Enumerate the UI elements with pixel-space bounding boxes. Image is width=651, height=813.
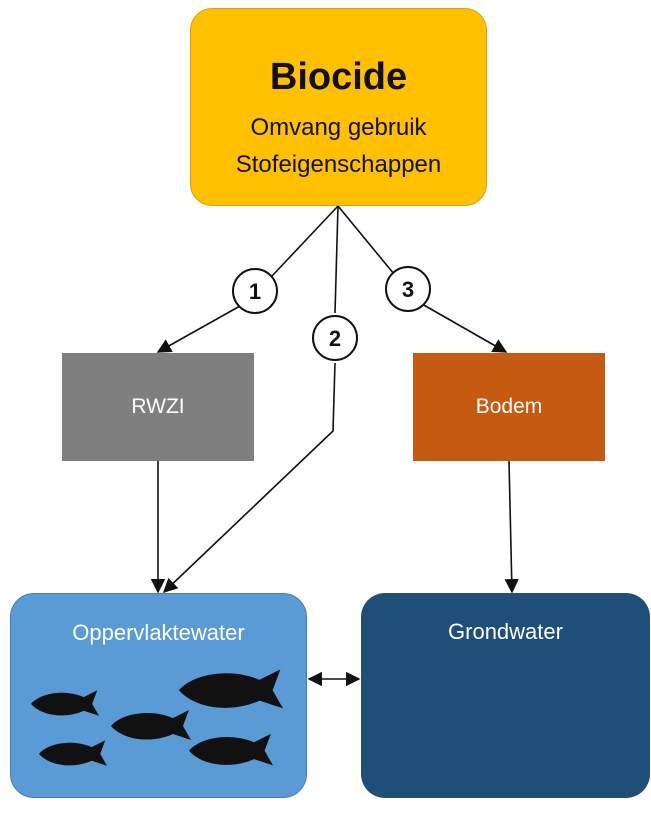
grondwater-box: Grondwater [361, 593, 650, 798]
fish-icon [39, 740, 107, 766]
fish-icon [31, 690, 99, 716]
rwzi-box: RWZI [62, 353, 254, 461]
route-badge-1-number: 1 [249, 279, 261, 304]
rwzi-label: RWZI [131, 395, 185, 418]
biocide-box: Biocide Omvang gebruik Stofeigenschappen [190, 8, 487, 206]
fish-icon [179, 669, 283, 709]
biocide-line-properties: Stofeigenschappen [235, 151, 442, 178]
fish-icon [189, 733, 273, 766]
route-badge-3: 3 [385, 266, 431, 312]
route-2-line-upper [334, 205, 339, 314]
route-3-line-upper [337, 205, 395, 275]
biocide-line-usage: Omvang gebruik [250, 114, 427, 141]
fish-icon [111, 710, 191, 740]
oppervlaktewater-label: Oppervlaktewater [72, 620, 245, 645]
bodem-label: Bodem [475, 395, 543, 418]
bodem-to-grondwater-arrow [504, 460, 519, 594]
bodem-box: Bodem [413, 353, 605, 461]
route-badge-2-number: 2 [329, 326, 341, 351]
route-badge-3-number: 3 [402, 277, 414, 302]
route-1-arrow [156, 305, 241, 353]
route-badge-1: 1 [232, 268, 278, 314]
route-1-line-upper [271, 205, 339, 277]
route-badge-2: 2 [312, 315, 358, 361]
fish-group [31, 669, 283, 766]
route-3-arrow [421, 303, 508, 353]
grondwater-label: Grondwater [448, 619, 563, 644]
route-2-arrow [162, 362, 336, 593]
oppervlaktewater-box: Oppervlaktewater [10, 593, 307, 798]
biocide-title: Biocide [269, 56, 408, 98]
